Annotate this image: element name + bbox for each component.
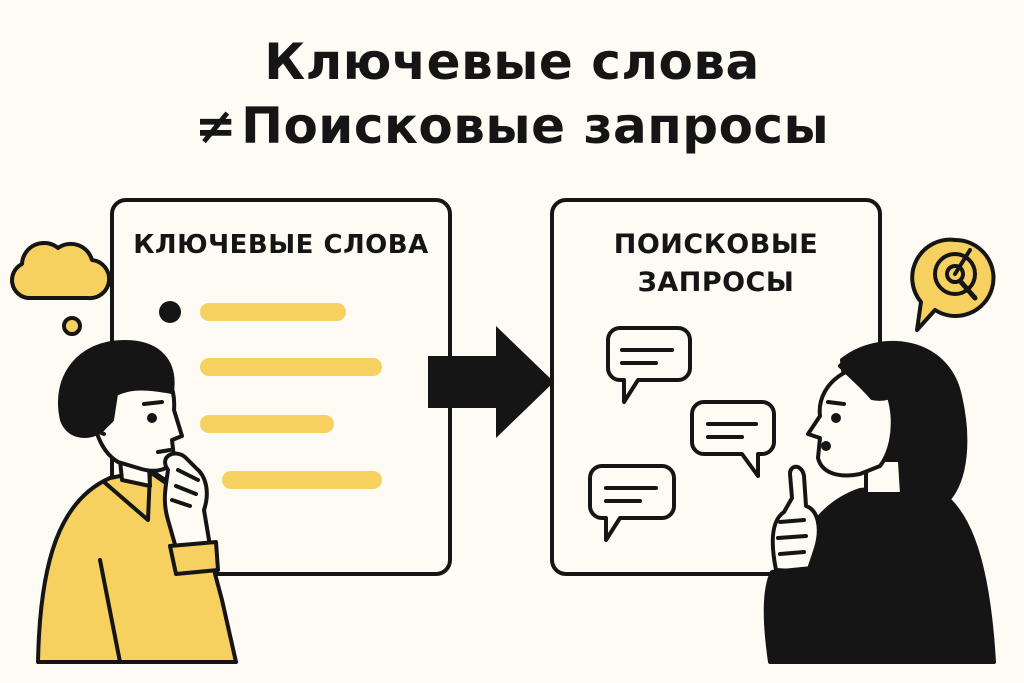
right-arrow-icon <box>428 326 554 438</box>
chat-bubble-icon <box>690 400 776 478</box>
not-equal-symbol: ≠ <box>194 97 238 155</box>
title-line-2: ≠Поисковые запросы <box>0 94 1024 158</box>
target-search-icon <box>910 237 996 332</box>
keyword-line-3 <box>200 415 334 433</box>
search-queries-heading-line-1: ПОИСКОВЫЕ <box>613 229 819 260</box>
search-queries-heading: ПОИСКОВЫЕ ЗАПРОСЫ <box>554 226 878 302</box>
keyword-line-2 <box>200 358 382 376</box>
page-title: Ключевые слова ≠Поисковые запросы <box>0 30 1024 158</box>
chat-bubble-icon <box>606 326 692 404</box>
keyword-line-1 <box>200 303 346 321</box>
search-queries-heading-line-2: ЗАПРОСЫ <box>637 267 795 298</box>
keyword-line-4 <box>222 471 382 489</box>
thought-cloud-icon <box>10 240 112 336</box>
pointing-woman-figure <box>763 340 996 664</box>
keywords-heading-text: КЛЮЧЕВЫЕ СЛОВА <box>133 230 429 260</box>
title-line-1: Ключевые слова <box>264 33 760 91</box>
list-bullet <box>159 301 181 323</box>
thinking-man-figure <box>36 340 238 664</box>
keywords-heading: КЛЮЧЕВЫЕ СЛОВА <box>114 226 448 264</box>
chat-bubble-icon <box>588 464 676 542</box>
title-line-2-text: Поисковые запросы <box>241 97 830 155</box>
